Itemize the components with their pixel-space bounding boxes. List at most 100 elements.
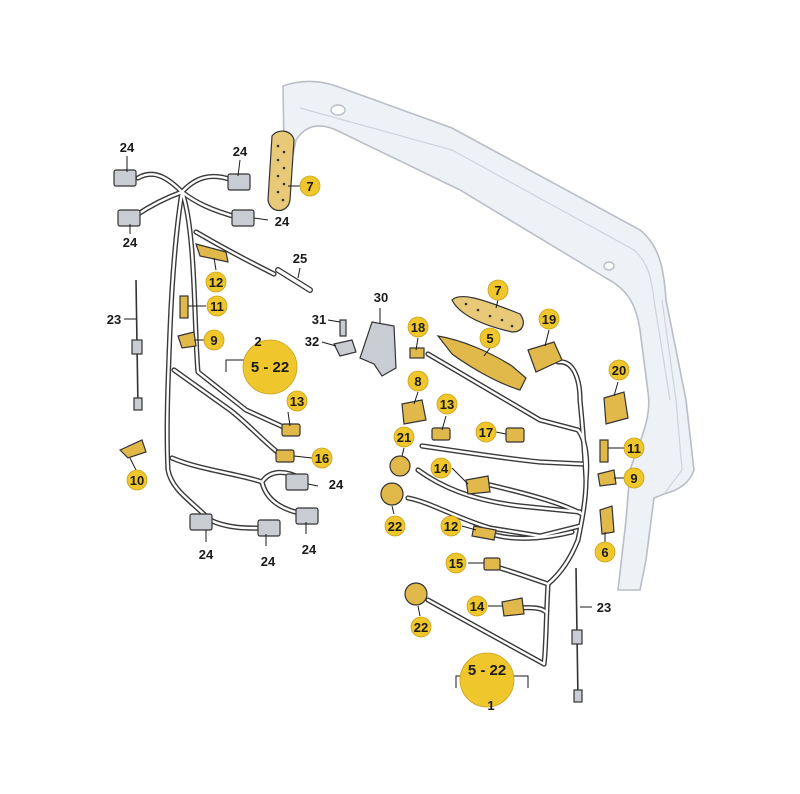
callout-7-right [487,279,509,301]
callout-22-upper [384,515,406,537]
label-23: 23 [107,312,121,327]
label-10: 10 [130,473,144,488]
seal-strip-upper-dots [276,144,286,202]
bracket-10 [118,439,147,459]
label-5-22: 5 - 22 [251,359,289,376]
label-14: 14 [470,599,485,614]
label-24: 24 [275,214,290,229]
label-14: 14 [434,461,449,476]
label-24: 24 [302,542,317,557]
callout-14-lower [466,595,488,617]
seal-strip-right [451,295,524,333]
frame-body [282,80,695,591]
label-24: 24 [123,235,138,250]
label-25: 25 [293,251,307,266]
connector-14-upper [465,475,491,495]
callout-6 [594,541,616,563]
callout-11-right [623,437,645,459]
connector-17 [505,427,525,443]
connector-24-c [117,209,141,227]
label-11: 11 [210,299,224,314]
rod-25-inner [276,268,312,292]
callout-9-left [203,329,225,351]
connector-24-b [227,173,251,191]
tailgate-frame [282,80,695,591]
connector-24-g [189,513,213,531]
control-unit-19 [527,341,563,373]
label-1: 1 [487,698,494,713]
label-32: 32 [305,334,319,349]
socket-21 [389,455,411,477]
connector-16 [275,449,295,463]
frame-lower-edge [661,299,683,495]
clip-11-right [599,439,609,463]
connector-24-f [295,507,319,525]
label-12: 12 [209,275,223,290]
label-24: 24 [233,144,248,159]
labels: 24 24 24 24 7 25 12 11 9 23 2 5 - 22 13 … [107,140,641,713]
cable-23-right [571,567,583,703]
clip-11-left [179,295,189,319]
connector-24-a [113,169,137,187]
callout-5-22-upper [242,339,298,395]
callout-17 [475,421,497,443]
clip-9-right [597,469,617,487]
label-24: 24 [120,140,135,155]
clip-6 [599,505,615,535]
bolt-31 [339,319,347,337]
label-24: 24 [199,547,214,562]
callout-15 [445,552,467,574]
clip-12-right [471,525,497,541]
bracket-20 [603,391,629,425]
callout-16 [311,447,333,469]
callout-13-left [286,390,308,412]
label-21: 21 [397,430,411,445]
callout-11-left [206,295,228,317]
cable-23-left [131,279,143,411]
socket-22-lower [404,582,428,606]
label-24: 24 [329,477,344,492]
label-23: 23 [597,600,611,615]
callout-circles [126,175,645,708]
callout-5 [479,327,501,349]
label-19: 19 [542,312,556,327]
callout-19 [538,308,560,330]
bracket-30 [359,321,397,377]
label-8: 8 [414,374,421,389]
label-5-22: 5 - 22 [468,662,506,679]
callout-7-upper [299,175,321,197]
label-16: 16 [315,451,329,466]
callout-14-upper [430,457,452,479]
callout-21 [393,426,415,448]
connector-13-right [431,427,451,441]
label-31: 31 [312,312,326,327]
label-2: 2 [254,334,261,349]
label-13: 13 [290,394,304,409]
connector-24-h [257,519,281,537]
label-7: 7 [306,179,313,194]
label-12: 12 [444,519,458,534]
connector-18 [409,347,425,359]
label-11: 11 [627,441,641,456]
connector-24-e [285,473,309,491]
label-9: 9 [630,471,637,486]
frame-inner-edge [299,107,671,401]
label-13: 13 [440,397,454,412]
callout-12-right [440,515,462,537]
label-5: 5 [486,331,493,346]
connector-13-left [281,423,301,437]
callout-8 [407,370,429,392]
label-6: 6 [601,545,608,560]
seal-strip-upper [267,130,295,212]
leader-lines [124,156,624,617]
callout-13-right [436,393,458,415]
nut-32 [333,339,357,357]
connector-24-d [231,209,255,227]
callout-18 [407,316,429,338]
left-harness [132,171,307,531]
label-7: 7 [494,283,501,298]
label-24: 24 [261,554,276,569]
callout-10 [126,469,148,491]
